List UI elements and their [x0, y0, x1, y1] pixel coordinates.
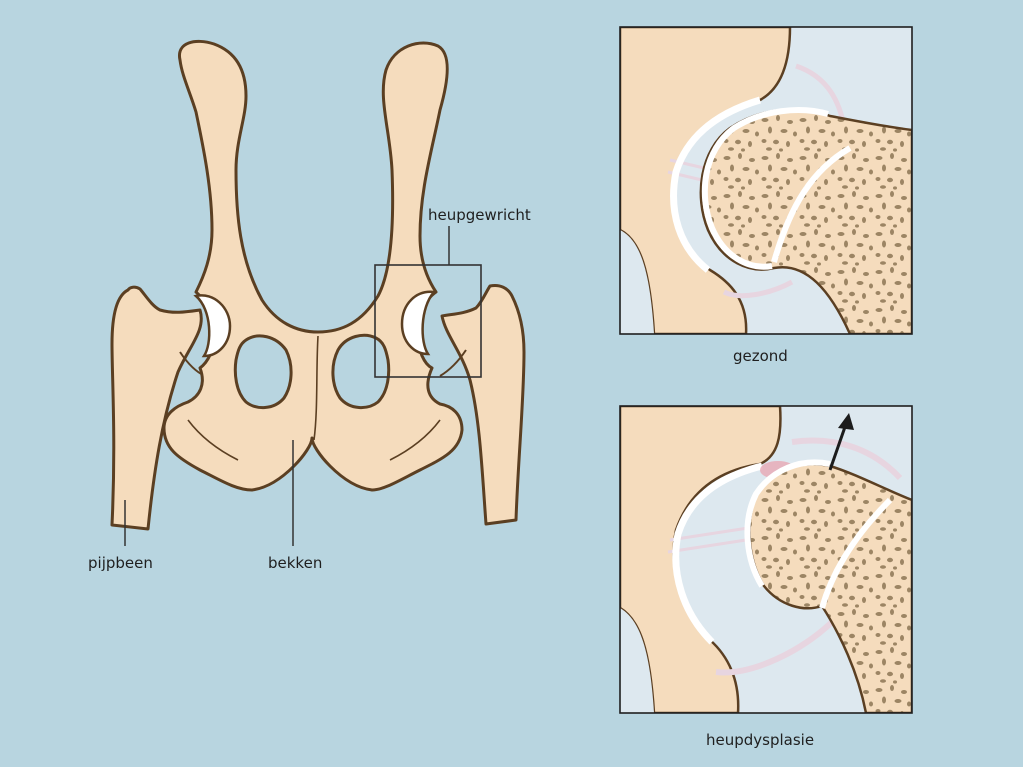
displacement-arrow: [828, 423, 848, 471]
healthy-joint-panel: [619, 26, 913, 335]
right-femur: [440, 284, 526, 526]
right-femoral-head: [400, 290, 437, 356]
femur-label: pijpbeen: [88, 554, 153, 572]
arrow-head: [838, 413, 854, 430]
dysplasia-joint-panel: [619, 405, 913, 714]
pelvis-label: bekken: [268, 554, 323, 572]
dysplasia-caption: heupdysplasie: [706, 731, 815, 749]
hip-joint-label: heupgewricht: [428, 206, 531, 224]
pelvis-illustration: [110, 39, 526, 546]
left-foramen: [233, 334, 293, 409]
left-femoral-head: [193, 294, 232, 358]
hip-joint-callout-box: [374, 264, 482, 378]
left-femur: [110, 285, 203, 531]
healthy-caption: gezond: [733, 347, 788, 365]
right-foramen: [331, 333, 391, 409]
